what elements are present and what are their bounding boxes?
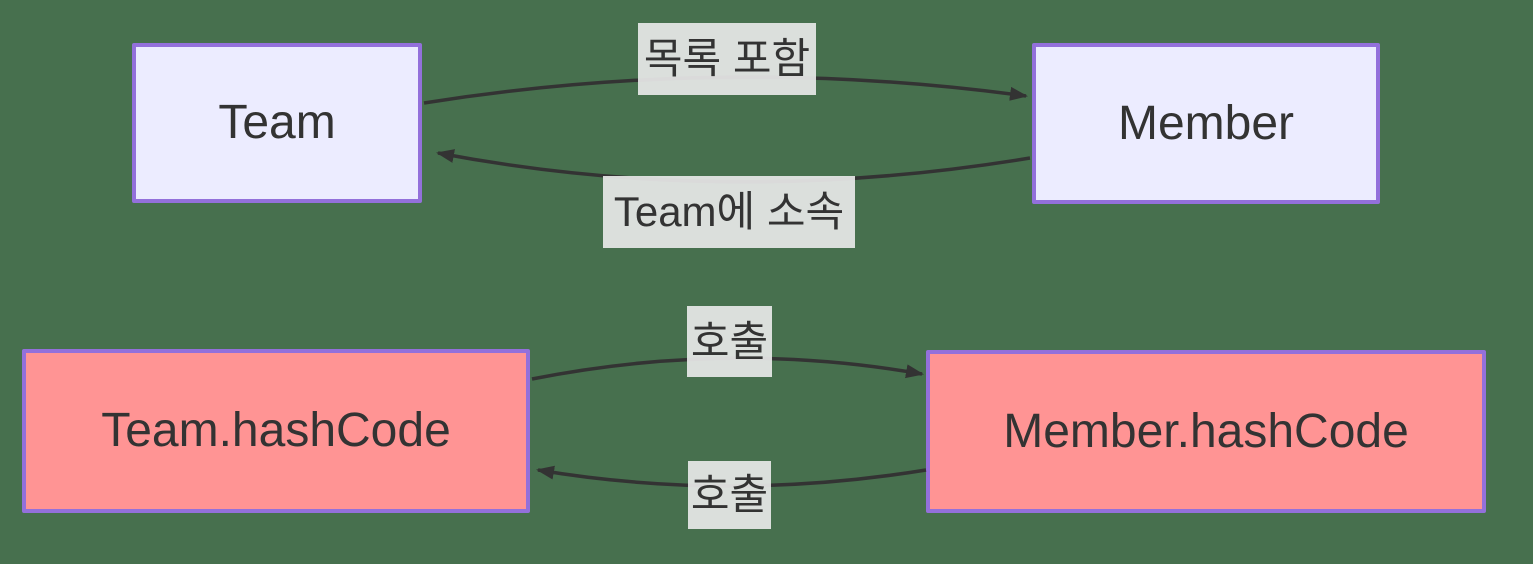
team-hashcode-node-label: Team.hashCode — [101, 404, 451, 457]
member-hashcode-node: Member.hashCode — [926, 350, 1486, 513]
edge-label-call-lower-text: 호출 — [690, 471, 769, 518]
edge-label-contains-list: 목록 포함 — [638, 23, 816, 95]
edge-label-belongs-to-team-text: Team에 소속 — [613, 188, 845, 235]
edge-label-contains-list-text: 목록 포함 — [643, 35, 811, 82]
edge-label-call-upper: 호출 — [687, 306, 772, 377]
member-node: Member — [1032, 43, 1380, 204]
member-node-label: Member — [1117, 96, 1295, 150]
member-hashcode-node-label: Member.hashCode — [1003, 404, 1409, 458]
edge-label-belongs-to-team: Team에 소속 — [603, 176, 855, 248]
edge-label-call-lower: 호출 — [688, 461, 771, 529]
team-node: Team — [132, 43, 422, 203]
team-hashcode-node: Team.hashCode — [22, 349, 530, 513]
team-node-label: Team — [218, 96, 336, 149]
edge-label-call-upper-text: 호출 — [690, 317, 769, 365]
